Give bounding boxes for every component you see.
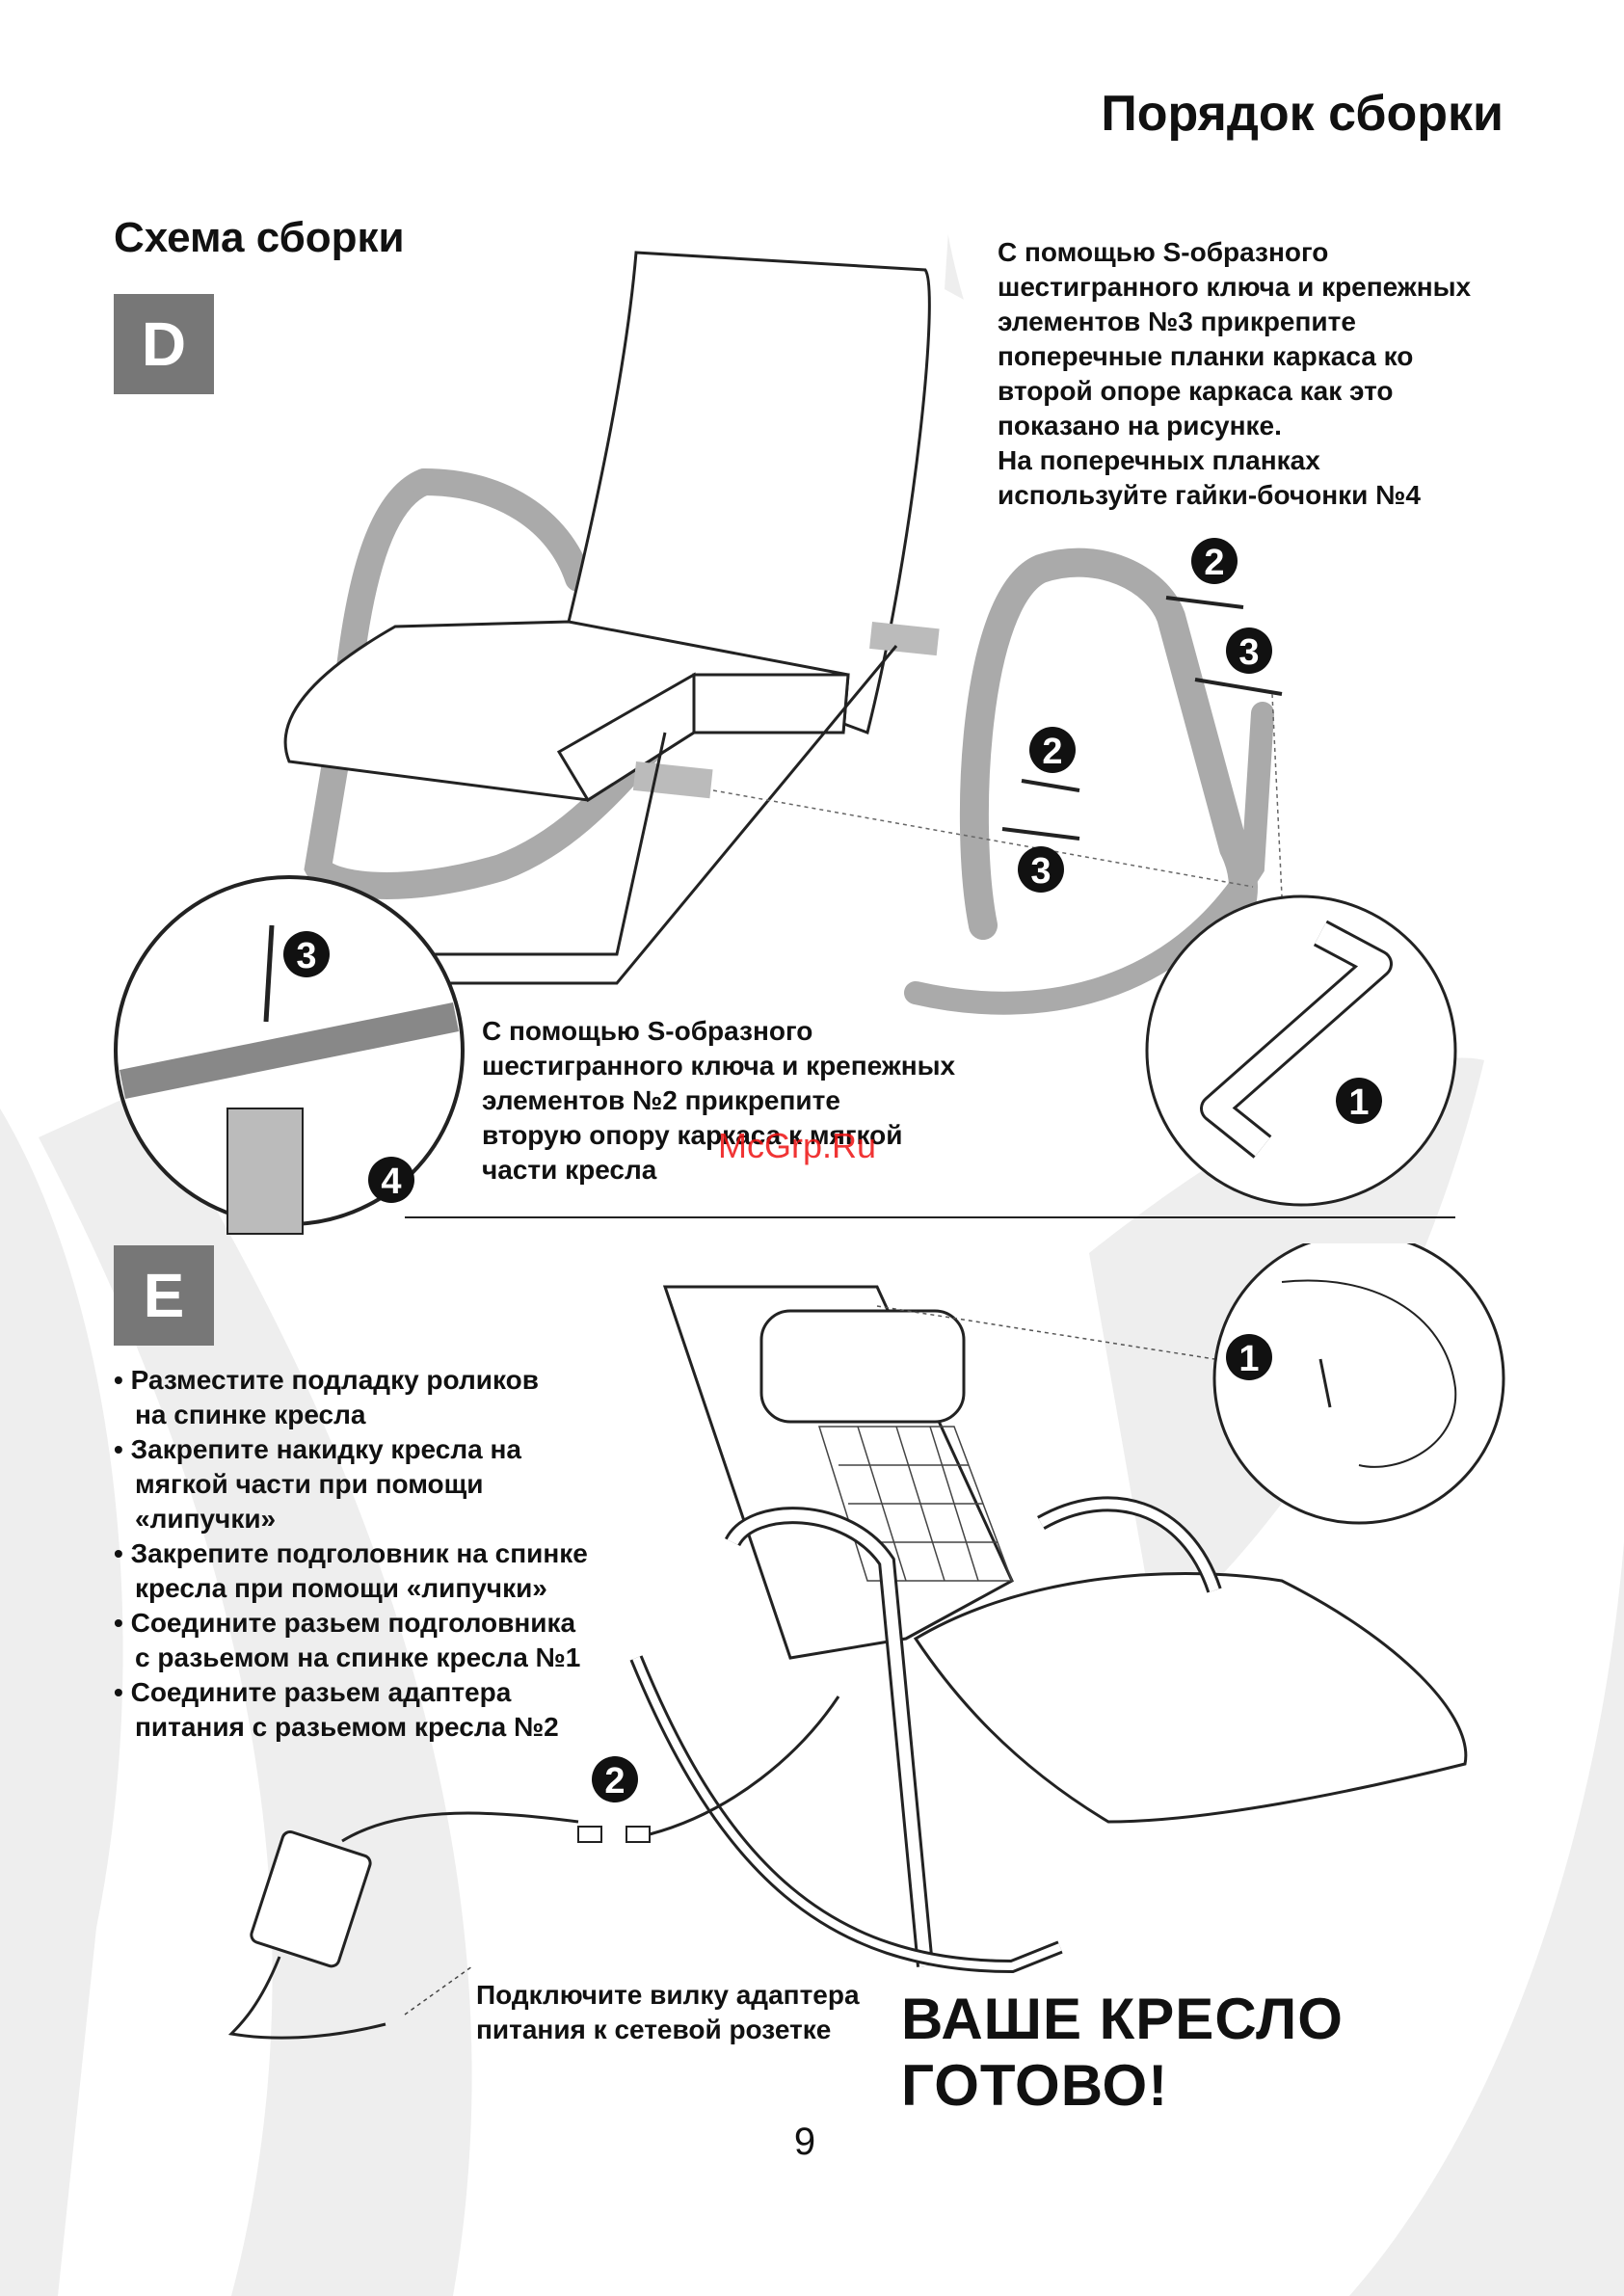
callout-badge: 3 <box>1018 846 1064 893</box>
list-item: Закрепите подголовник на спинке кресла п… <box>114 1536 588 1606</box>
watermark: McGrp.Ru <box>718 1126 877 1165</box>
plug-instruction: Подключите вилку адаптера питания к сете… <box>476 1980 860 2044</box>
svg-text:3: 3 <box>296 936 316 976</box>
svg-text:2: 2 <box>604 1761 625 1802</box>
step-d-chair-illustration: 2 3 2 3 1 3 4 <box>114 251 1457 1235</box>
svg-text:2: 2 <box>1204 543 1224 583</box>
list-item: Разместите подладку роликов на спинке кр… <box>114 1363 588 1432</box>
step-e-chair-illustration: 1 2 <box>227 1243 1505 2040</box>
callout-badge: 2 <box>1029 727 1076 773</box>
svg-text:1: 1 <box>1238 1339 1259 1379</box>
callout-badge: 3 <box>1226 627 1272 674</box>
svg-text:3: 3 <box>1030 851 1051 892</box>
final-message: ВАШЕ КРЕСЛО ГОТОВО! <box>901 1987 1344 2118</box>
step-e-badge: E <box>114 1245 214 1346</box>
svg-text:1: 1 <box>1348 1082 1369 1123</box>
step-d-instructions-middle: С помощью S-образного шестигранного ключ… <box>482 1016 956 1185</box>
step-e-instructions: Разместите подладку роликов на спинке кр… <box>114 1363 588 1745</box>
section-divider <box>405 1216 1455 1218</box>
callout-badge: 1 <box>1226 1334 1272 1380</box>
list-item: Закрепите накидку кресла на мягкой части… <box>114 1432 588 1536</box>
page-title: Порядок сборки <box>1101 86 1504 142</box>
svg-text:4: 4 <box>381 1161 401 1202</box>
callout-badge: 4 <box>368 1157 414 1203</box>
callout-badge: 2 <box>592 1756 638 1802</box>
callout-badge: 2 <box>1191 538 1238 584</box>
list-item: Соедините разьем адаптера питания с разь… <box>114 1675 588 1745</box>
svg-text:2: 2 <box>1042 732 1062 772</box>
step-d-badge: D <box>114 294 214 394</box>
svg-text:3: 3 <box>1238 632 1259 673</box>
callout-badge: 3 <box>283 931 330 977</box>
step-d-instructions-top: С помощью S-образного шестигранного ключ… <box>998 237 1472 510</box>
callout-badge: 1 <box>1336 1078 1382 1124</box>
section-title: Схема сборки <box>114 214 405 261</box>
list-item: Соедините разьем подголовника с разьемом… <box>114 1606 588 1675</box>
page-number: 9 <box>793 2121 816 2163</box>
